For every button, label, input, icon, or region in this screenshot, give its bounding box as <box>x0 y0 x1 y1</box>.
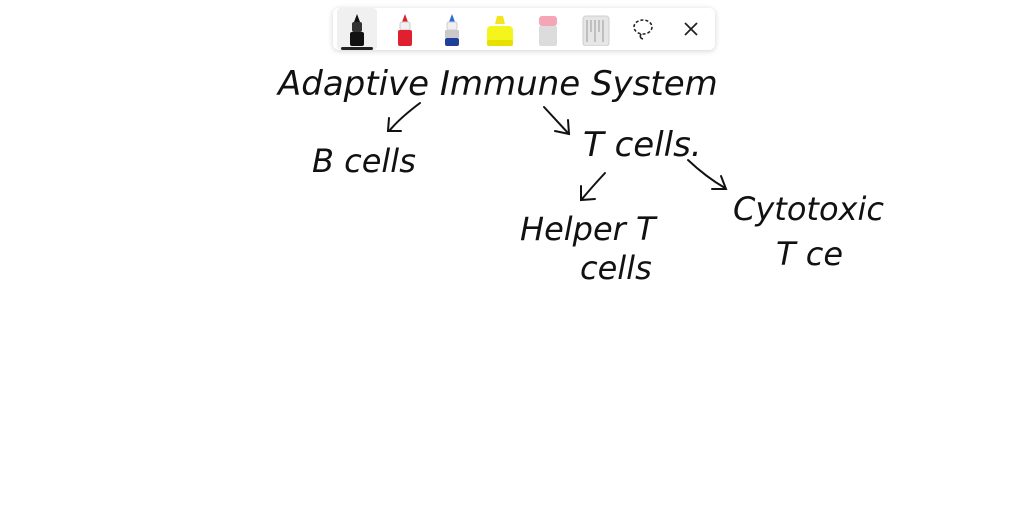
ruler-icon <box>582 15 610 46</box>
helper-t-label-line2: cells <box>580 249 652 287</box>
b-cells-label: B cells <box>312 142 416 180</box>
arrow-to-helper-t-cells <box>580 172 606 202</box>
red-pen-tool[interactable] <box>385 8 425 50</box>
ruler-tool[interactable] <box>576 8 616 50</box>
black-pen-tool[interactable] <box>336 8 377 50</box>
yellow-highlighter-tool[interactable] <box>480 8 520 50</box>
black-pen-icon <box>349 14 364 46</box>
lasso-select-tool[interactable] <box>623 8 663 50</box>
red-pen-icon <box>397 14 412 46</box>
arrow-to-cytotoxic-t-cells <box>687 159 728 190</box>
helper-t-label-line1: Helper T <box>520 210 658 248</box>
cytotoxic-label-line2: T ce <box>776 235 843 273</box>
t-cells-label: T cells. <box>583 125 702 165</box>
close-tool[interactable] <box>671 8 711 50</box>
root-label: Adaptive Immune System <box>276 64 718 104</box>
eraser-icon <box>538 16 557 46</box>
eraser-tool[interactable] <box>528 8 568 50</box>
ink-toolbar <box>333 8 715 50</box>
blue-pen-tool[interactable] <box>432 8 472 50</box>
arrow-to-b-cells <box>386 102 421 132</box>
blue-pen-icon <box>445 14 460 46</box>
arrow-to-t-cells <box>543 106 571 136</box>
close-icon <box>684 22 698 36</box>
lasso-icon <box>633 19 654 40</box>
cytotoxic-label-line1: Cytotoxic <box>733 190 884 228</box>
highlighter-icon <box>487 16 514 46</box>
